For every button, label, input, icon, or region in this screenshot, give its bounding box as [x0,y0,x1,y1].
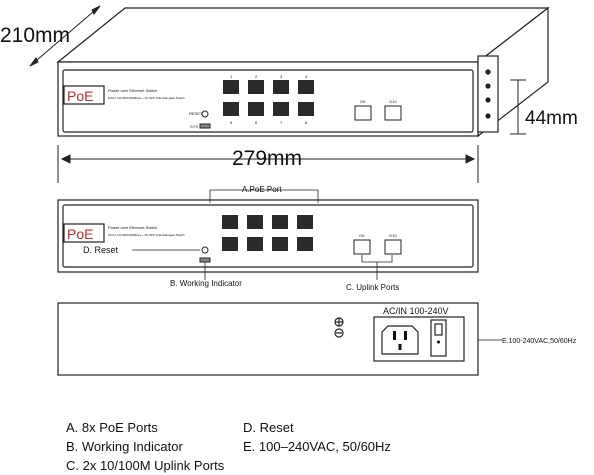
brand-frame [63,85,105,105]
dimension-depth: 210mm [0,24,70,47]
sys-led [199,123,211,129]
legend-c: C. 2x 10/100M Uplink Ports [66,458,225,473]
front-port-5 [222,237,238,251]
port-1 [223,80,239,94]
front-uplink-g10 [384,239,402,255]
uplink-port-g9 [354,105,372,121]
callout-working-indicator: B. Working Indicator [170,279,242,288]
front-uplink-label-g9: G9 [359,233,365,238]
uplink-port-g10 [384,105,402,121]
port-label-2: 2 [255,74,258,79]
front-port-1 [222,215,238,229]
port-6 [248,102,264,116]
front-port-3 [272,215,288,229]
port-label-4: 4 [305,74,308,79]
front-uplink-label-g10: G10 [389,233,397,238]
port-7 [273,102,289,116]
callout-power: E.100-240VAC,50/60Hz [502,338,577,345]
port-2 [248,80,264,94]
dimension-width: 279mm [232,147,302,170]
chassis-top-face [56,7,550,63]
legend-e: E. 100–240VAC, 50/60Hz [243,439,391,454]
dimension-lines [29,5,526,183]
port-label-5: 5 [230,120,233,125]
front-sys-led [199,257,211,263]
dimension-height: 44mm [525,108,578,129]
front-ports [222,215,313,251]
front-port-7 [272,237,288,251]
port-label-6: 6 [255,120,258,125]
uplink-label-g9: G9 [360,99,366,104]
port-label-8: 8 [305,120,308,125]
front-port-2 [247,215,263,229]
front-port-8 [297,237,313,251]
ac-socket [381,325,419,355]
mount-bracket [477,55,499,133]
port-label-7: 7 [280,120,283,125]
front-product-line: Power over Ethernet Switch [108,225,157,230]
front-uplink-g9 [353,239,371,255]
callout-poe-port: A.PoE Port [242,185,282,194]
front-panel-inset [62,69,474,133]
front-port-6 [247,237,263,251]
product-line-text: Power over Ethernet Switch [108,88,157,93]
front-port-4 [297,215,313,229]
ac-input-label: AC/IN 100-240V [383,306,449,316]
legend-d: D. Reset [243,420,294,435]
product-desc-text: 8-Port 10/100/1000Mbps + 2G SFP PoE Mana… [108,96,185,100]
perspective-ports [223,80,314,116]
legend-a: A. 8x PoE Ports [66,420,158,435]
port-4 [298,80,314,94]
brand-logo: PoE [67,88,93,104]
uplink-label-g10: G10 [389,99,397,104]
power-switch-rocker [434,323,443,336]
port-5 [223,102,239,116]
front-reset-button [201,246,209,254]
rear-view [57,302,479,376]
perspective-view [56,6,550,138]
port-3 [273,80,289,94]
reset-button [201,110,209,118]
callout-reset: D. Reset [83,245,119,255]
front-brand-logo: PoE [67,226,93,242]
reset-small-label: RESET [189,111,203,116]
port-label-1: 1 [230,74,233,79]
front-product-desc: 8-Port 10/100/1000Mbps + 2G SFP PoE Mana… [108,233,185,237]
sys-small-label: SYS [190,124,198,129]
port-label-3: 3 [280,74,283,79]
legend-b: B. Working Indicator [66,439,183,454]
socket-pins [393,331,440,350]
port-8 [298,102,314,116]
front-brand-frame [63,223,105,243]
callout-uplink: C. Uplink Ports [346,283,399,292]
